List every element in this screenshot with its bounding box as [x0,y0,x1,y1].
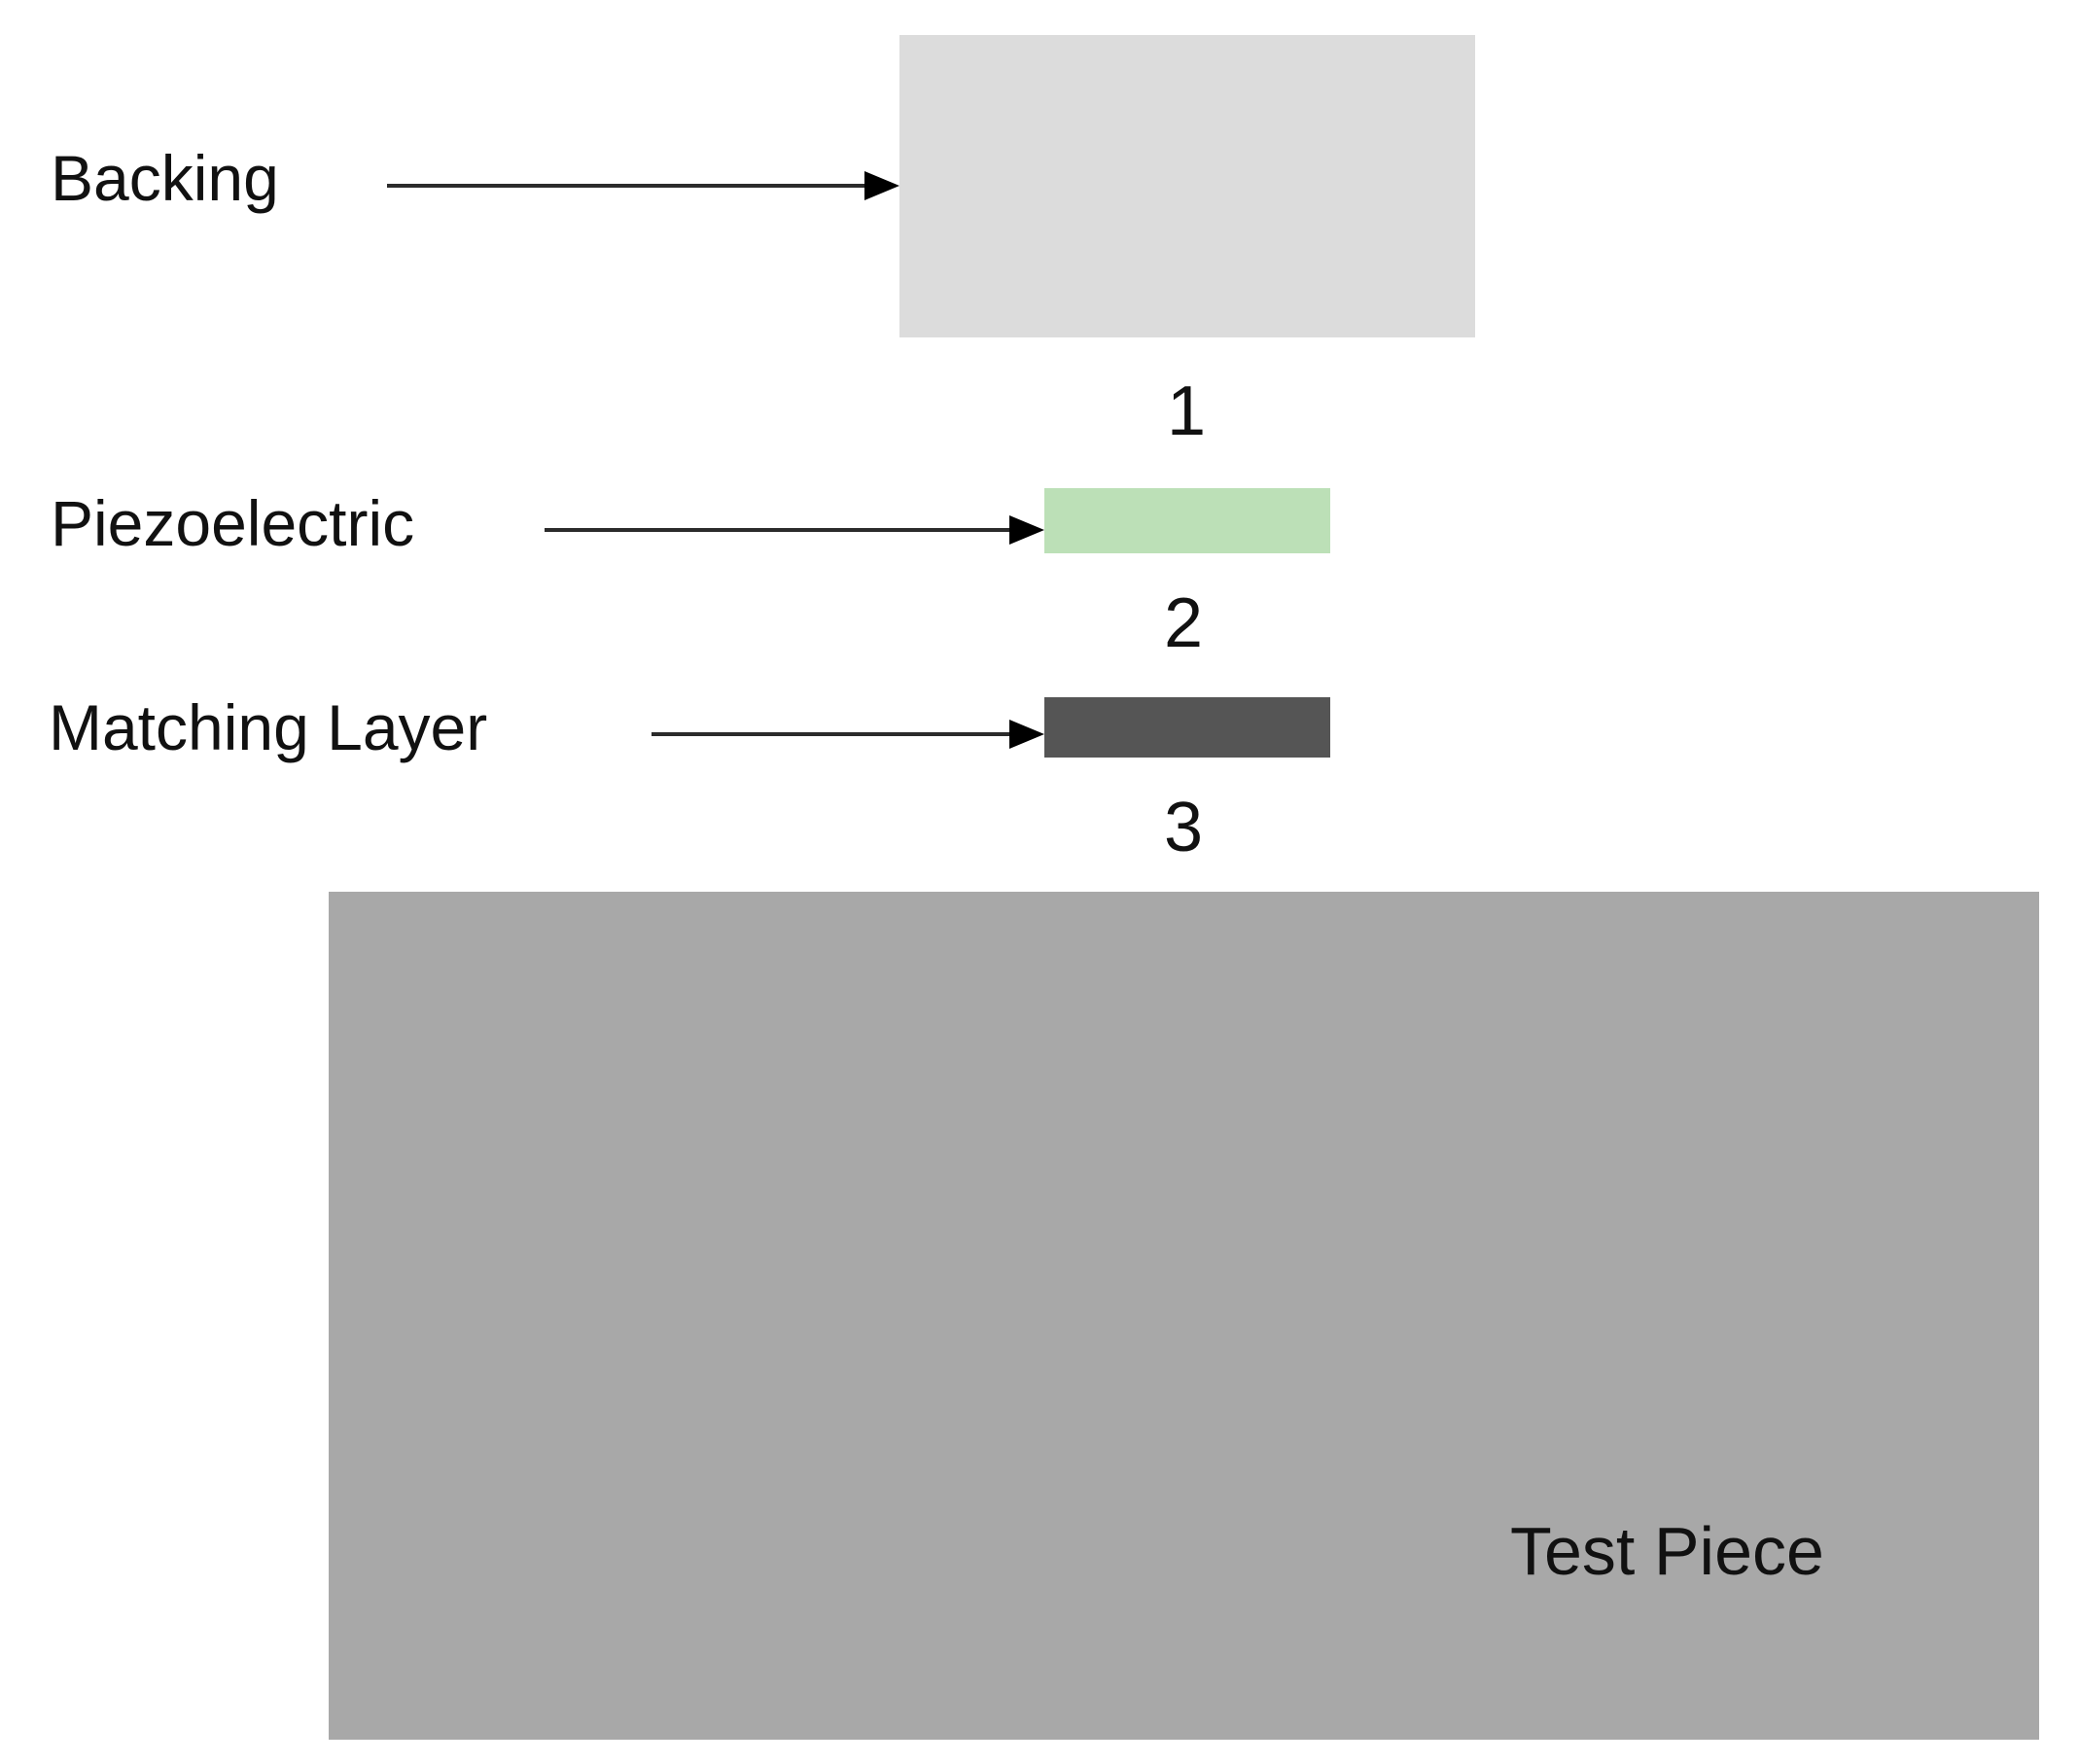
test-piece-block [329,892,2039,1740]
gap-number-3: 3 [1163,789,1204,866]
piezoelectric-arrow-shaft [545,528,1009,532]
matching-layer-label: Matching Layer [49,691,488,763]
backing-arrow-shaft [387,184,864,188]
matching-layer-block [1044,697,1330,758]
gap-number-2: 2 [1163,584,1204,662]
backing-layer-block [899,35,1475,337]
piezoelectric-label: Piezoelectric [51,487,415,559]
matching-layer-arrow-head-icon [1009,720,1044,749]
piezoelectric-arrow-head-icon [1009,515,1044,545]
backing-label: Backing [51,142,279,214]
gap-number-1: 1 [1166,372,1207,450]
backing-arrow-head-icon [864,171,899,200]
matching-layer-arrow-shaft [652,732,1009,736]
test-piece-label: Test Piece [1510,1513,1824,1589]
piezoelectric-layer-block [1044,488,1330,553]
